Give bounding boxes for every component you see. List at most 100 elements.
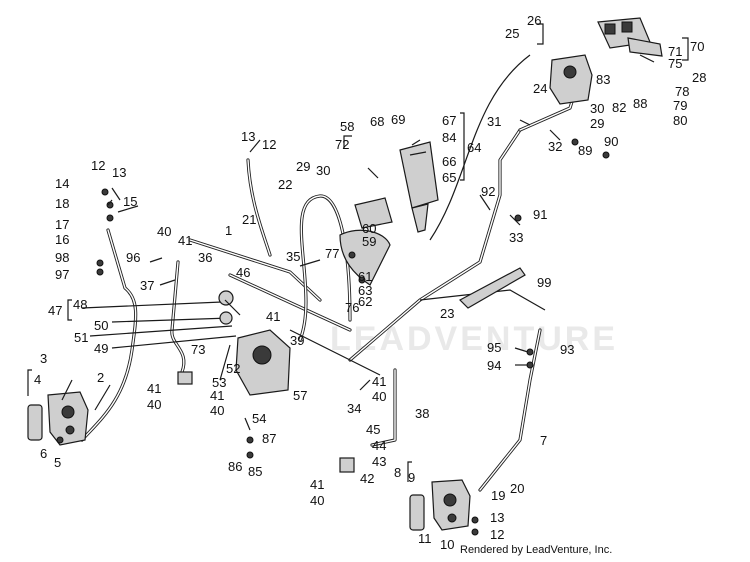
line-50 [111,317,231,323]
callout-32: 32 [548,139,562,154]
callout-1: 1 [225,223,232,238]
callout-33: 33 [509,230,523,245]
callout-41-mid: 41 [372,374,386,389]
callout-4: 4 [34,372,41,387]
callout-89: 89 [578,143,592,158]
valve-41-left [177,371,193,385]
callout-17: 17 [55,217,69,232]
line-51 [89,325,233,337]
callout-84: 84 [442,130,456,145]
callout-79: 79 [673,98,687,113]
callout-78: 78 [675,84,689,99]
callout-57: 57 [293,388,307,403]
callout-31: 31 [487,114,501,129]
callout-42: 42 [360,471,374,486]
callout-85: 85 [248,464,262,479]
callout-45: 45 [366,422,380,437]
callout-73: 73 [191,342,205,357]
callout-23: 23 [440,306,454,321]
callout-29-mid: 29 [296,159,310,174]
watermark: LEADVENTURE [330,320,618,358]
line-48 [81,301,223,309]
callout-50: 50 [94,318,108,333]
callout-21: 21 [242,212,256,227]
hose-12-13 [246,158,272,257]
callout-54: 54 [252,411,266,426]
callout-12-mid: 12 [262,137,276,152]
callout-13-left: 13 [112,165,126,180]
callout-30-top: 30 [590,101,604,116]
callout-40-left: 40 [157,224,171,239]
callout-75: 75 [668,56,682,71]
callout-11: 11 [418,531,432,546]
callout-82: 82 [612,100,626,115]
callout-43: 43 [372,454,386,469]
front-left-caliper [27,391,89,446]
callout-40-mid: 40 [372,389,386,404]
callout-97: 97 [55,267,69,282]
callout-13-mid: 13 [241,129,255,144]
line-93 [419,289,546,311]
callout-3: 3 [40,351,47,366]
callout-5: 5 [54,455,61,470]
callout-30-mid: 30 [316,163,330,178]
callout-25: 25 [505,26,519,41]
callout-52: 52 [226,361,240,376]
line-34 [289,329,381,376]
callout-59: 59 [362,234,376,249]
callout-77: 77 [325,246,339,261]
callout-95: 95 [487,340,501,355]
callout-83: 83 [596,72,610,87]
parts [27,17,663,536]
callout-61: 61 [358,269,372,284]
callout-8: 8 [394,465,401,480]
callout-90: 90 [604,134,618,149]
callout-labels: 26 25 71 70 75 83 28 78 82 88 79 80 24 3… [34,13,706,552]
callout-88: 88 [633,96,647,111]
callout-28: 28 [692,70,706,85]
callout-22: 22 [278,177,292,192]
callout-12-right: 12 [490,527,504,542]
callout-86: 86 [228,459,242,474]
master-cylinder [218,290,291,396]
pedal-bracket [354,141,439,233]
callout-9: 9 [408,470,415,485]
cable-64 [429,54,531,241]
callout-41-low: 41 [210,388,224,403]
callout-94: 94 [487,358,501,373]
callout-36: 36 [198,250,212,265]
callout-60: 60 [362,221,376,236]
callout-40-rr: 40 [310,493,324,508]
callout-40-fl: 40 [147,397,161,412]
callout-63: 63 [358,283,372,298]
callout-2: 2 [97,370,104,385]
callout-91: 91 [533,207,547,222]
callout-62: 62 [358,294,372,309]
leader-lines [61,54,655,431]
rear-right-caliper [409,479,471,531]
callout-72: 72 [335,137,349,152]
callout-80: 80 [673,113,687,128]
callout-37: 37 [140,278,154,293]
callout-24: 24 [533,81,547,96]
callout-58: 58 [340,119,354,134]
callout-34: 34 [347,401,361,416]
line-49 [111,335,237,349]
callout-66: 66 [442,154,456,169]
line-52 [219,344,231,381]
callout-41-rr: 41 [310,477,324,492]
callout-99: 99 [537,275,551,290]
callout-41-mc: 41 [266,309,280,324]
callout-53: 53 [212,375,226,390]
callout-26: 26 [527,13,541,28]
callout-67: 67 [442,113,456,128]
callout-46: 46 [236,265,250,280]
callout-6: 6 [40,446,47,461]
callout-41-fl: 41 [147,381,161,396]
callout-93: 93 [560,342,574,357]
callout-10: 10 [440,537,454,552]
callout-48: 48 [73,297,87,312]
callout-92: 92 [481,184,495,199]
